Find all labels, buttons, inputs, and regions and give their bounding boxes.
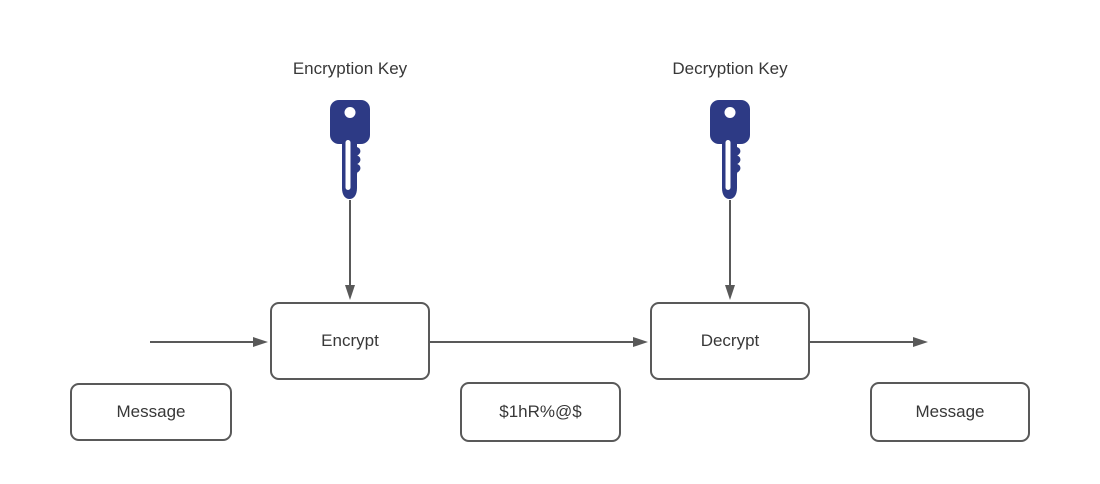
decryption-key-label: Decryption Key: [672, 59, 788, 78]
ciphertext-label: $1hR%@$: [499, 402, 582, 421]
encryption-key-label: Encryption Key: [292, 59, 408, 78]
ciphertext-arrow: [430, 337, 648, 347]
message-output-label: Message: [915, 402, 985, 421]
decrypt-box-label: Decrypt: [700, 331, 760, 350]
message-input-label: Message: [116, 402, 186, 421]
output-arrow: [810, 337, 928, 347]
encrypt-box-label: Encrypt: [321, 331, 379, 350]
encrypt-box: Encrypt: [270, 302, 430, 380]
ciphertext-box: $1hR%@$: [460, 382, 621, 442]
encryption-key-icon: [330, 100, 370, 199]
encryption-key-arrow: [345, 200, 355, 300]
decryption-key-icon: [710, 100, 750, 199]
decryption-key-arrow: [725, 200, 735, 300]
input-arrow: [150, 337, 268, 347]
message-output-box: Message: [870, 382, 1030, 442]
message-input-box: Message: [70, 383, 232, 441]
decrypt-box: Decrypt: [650, 302, 810, 380]
